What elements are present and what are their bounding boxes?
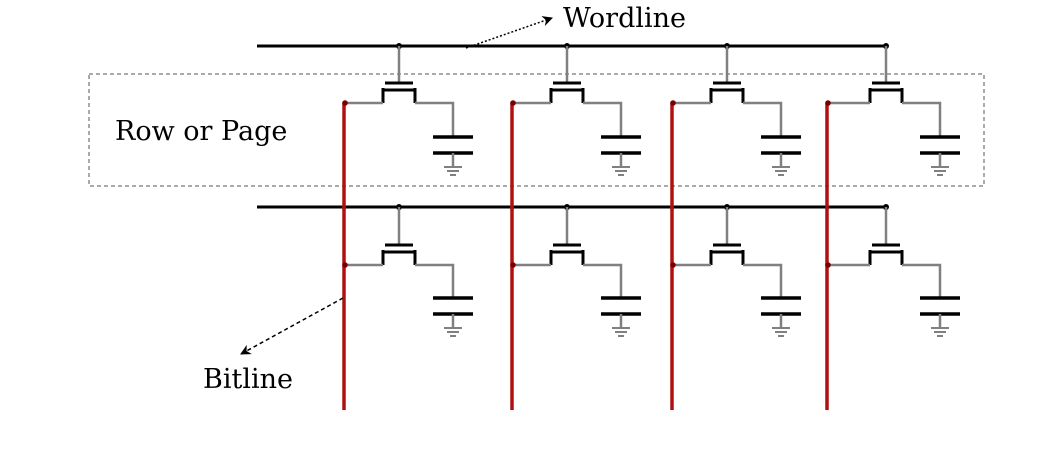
wordline-label: Wordline [563,3,687,34]
bitline-pointer-arrow [240,297,344,355]
cap-wire-r2c4 [902,263,942,298]
bitline-label: Bitline [203,364,293,395]
bitline-node-r2c2 [510,262,516,268]
cap-wire-r1c3 [743,101,783,137]
bitline-node-r1c4 [825,100,831,106]
bitline-node-r1c2 [510,100,516,106]
cap-wire-r2c2 [583,263,623,298]
cap-wire-r2c1 [415,263,455,298]
bitline-node-r1c3 [670,100,676,106]
cap-wire-r1c2 [583,101,623,137]
bitline-node-r2c3 [670,262,676,268]
cap-wire-r2c3 [743,263,783,298]
bitline-node-r2c4 [825,262,831,268]
row-or-page-label: Row or Page [115,116,288,147]
cap-wire-r1c1 [415,101,455,137]
wordline-pointer-arrow [465,16,553,49]
bitline-node-r1c1 [342,100,348,106]
bitline-node-r2c1 [342,262,348,268]
cap-wire-r1c4 [902,101,942,137]
